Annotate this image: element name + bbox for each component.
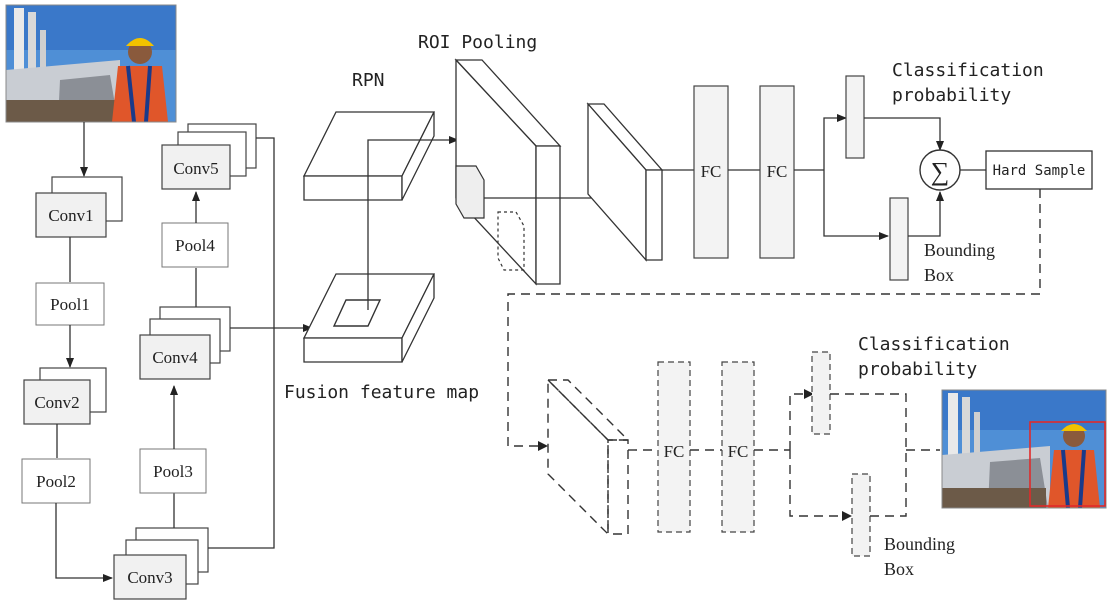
cls-bar-bottom xyxy=(812,352,830,434)
fc-top-1-label: FC xyxy=(701,162,722,181)
bottom-feature-block xyxy=(548,380,628,534)
roi-label: ROI Pooling xyxy=(418,32,537,53)
rpn-block xyxy=(304,112,434,200)
pool3-label: Pool3 xyxy=(153,462,193,481)
fc-bottom-1-label: FC xyxy=(664,442,685,461)
pool2-block: Pool2 xyxy=(22,459,90,503)
conv3-block: Conv3 xyxy=(114,528,208,599)
bbox-bar-top xyxy=(890,198,908,280)
conv1-label: Conv1 xyxy=(48,206,93,225)
fc-bottom-2-label: FC xyxy=(728,442,749,461)
fc-top-2-label: FC xyxy=(767,162,788,181)
bbox-bottom-label-1: Bounding xyxy=(884,534,955,554)
rpn-label: RPN xyxy=(352,70,385,91)
fc-bottom-1: FC xyxy=(658,362,690,532)
conv2-block: Conv2 xyxy=(24,368,106,424)
fusion-feature-map xyxy=(304,274,434,362)
cls-top-label-2: probability xyxy=(892,85,1011,106)
bbox-bottom-label-2: Box xyxy=(884,559,914,579)
bbox-top-label-2: Box xyxy=(924,265,954,285)
cls-bottom-label-2: probability xyxy=(858,359,977,380)
fc-top-1: FC xyxy=(694,86,728,258)
pool3-block: Pool3 xyxy=(140,449,206,493)
conv4-block: Conv4 xyxy=(140,307,230,379)
sum-symbol: ∑ xyxy=(931,157,950,186)
cls-bottom-label-1: Classification xyxy=(858,334,1010,355)
cls-bar-top xyxy=(846,76,864,158)
fusion-label: Fusion feature map xyxy=(284,382,479,403)
fc-top-2: FC xyxy=(760,86,794,258)
output-photo xyxy=(942,390,1106,508)
input-photo xyxy=(6,5,176,122)
cls-top-label-1: Classification xyxy=(892,60,1044,81)
pool4-label: Pool4 xyxy=(175,236,215,255)
pool1-block: Pool1 xyxy=(36,283,104,325)
bbox-top-label-1: Bounding xyxy=(924,240,995,260)
pool2-label: Pool2 xyxy=(36,472,76,491)
fc-bottom-2: FC xyxy=(722,362,754,532)
bbox-bar-bottom xyxy=(852,474,870,556)
conv3-label: Conv3 xyxy=(127,568,172,587)
conv2-label: Conv2 xyxy=(34,393,79,412)
pool4-block: Pool4 xyxy=(162,223,228,267)
hard-sample-box: Hard Sample xyxy=(986,151,1092,189)
conv4-label: Conv4 xyxy=(152,348,198,367)
conv5-label: Conv5 xyxy=(173,159,218,178)
roi-feature-block xyxy=(588,104,662,260)
conv5-block: Conv5 xyxy=(162,124,256,189)
conv1-block: Conv1 xyxy=(36,177,122,237)
pool1-label: Pool1 xyxy=(50,295,90,314)
roi-pooling-block xyxy=(456,60,560,284)
sum-node: ∑ xyxy=(920,150,960,190)
hard-sample-label: Hard Sample xyxy=(993,163,1086,179)
